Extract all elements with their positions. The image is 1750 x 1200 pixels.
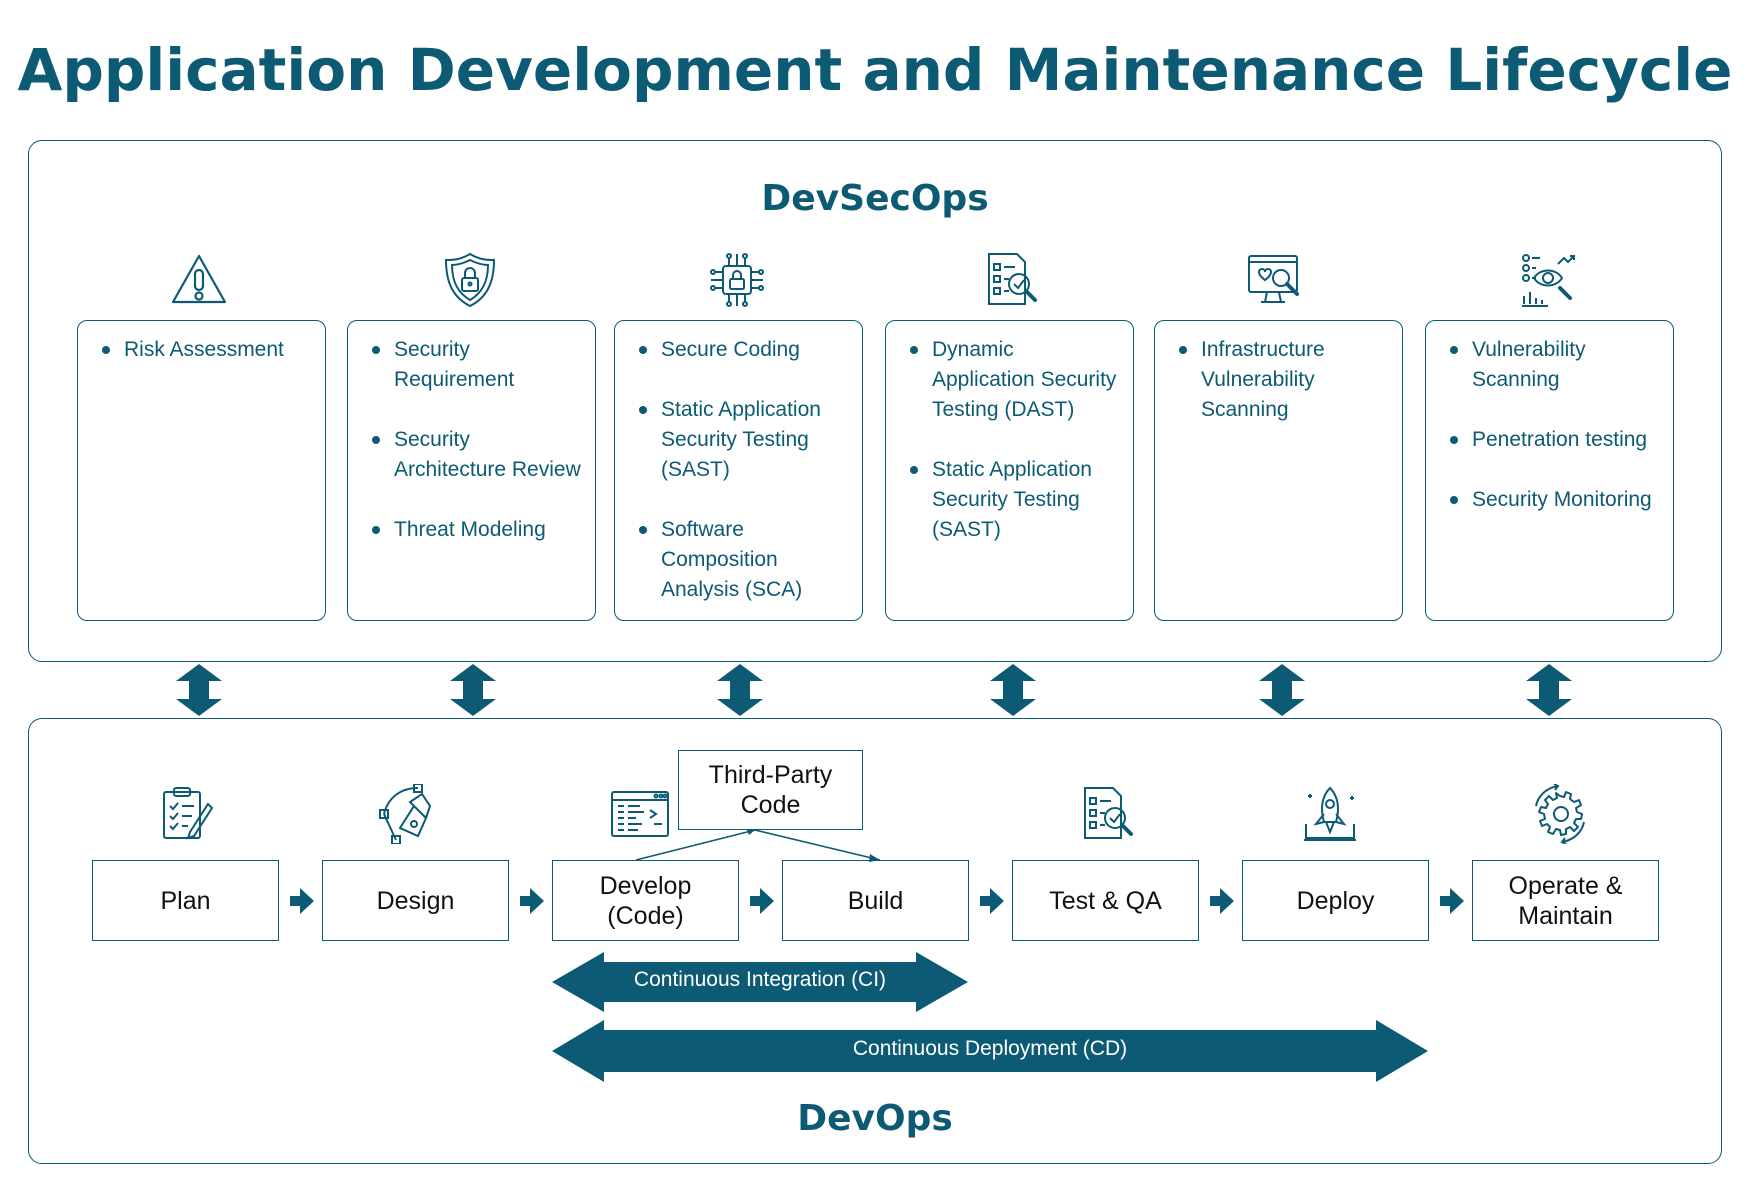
- gear-icon: [1535, 784, 1585, 844]
- card-operate-security: Vulnerability Scanning Penetration testi…: [1425, 320, 1674, 621]
- stage-deploy: Deploy: [1242, 860, 1429, 941]
- stage-label: Deploy: [1296, 886, 1375, 915]
- list-item: Dynamic Application Security Testing (DA…: [908, 335, 1121, 425]
- pen-tool-icon: [379, 784, 432, 844]
- double-arrow-icon: [990, 664, 1036, 716]
- arrow-right-icon: [1210, 888, 1234, 914]
- double-arrow-icon: [176, 664, 222, 716]
- shield-lock-icon: [444, 252, 496, 308]
- card-design-security: Security Requirement Security Architectu…: [347, 320, 596, 621]
- list-item: Vulnerability Scanning: [1448, 335, 1661, 395]
- stage-plan: Plan: [92, 860, 279, 941]
- arrow-right-icon: [750, 888, 774, 914]
- devops-title: DevOps: [797, 1098, 953, 1139]
- stage-build: Build: [782, 860, 969, 941]
- third-party-label: Third-Party Code: [708, 761, 833, 819]
- stage-label: Plan: [160, 886, 211, 915]
- stage-label: Build: [847, 886, 904, 915]
- double-arrow-icon: [1526, 664, 1572, 716]
- list-item: Software Composition Analysis (SCA): [637, 515, 850, 605]
- stage-design: Design: [322, 860, 509, 941]
- ci-arrow-shape: [552, 952, 968, 1012]
- stage-label: Operate & Maintain: [1508, 871, 1623, 930]
- arrow-right-icon: [980, 888, 1004, 914]
- list-item: Static Application Security Testing (SAS…: [637, 395, 850, 485]
- warning-icon: [171, 254, 227, 304]
- list-item: Threat Modeling: [370, 515, 583, 545]
- devsecops-title: DevSecOps: [761, 178, 989, 219]
- arrow-right-icon: [520, 888, 544, 914]
- eye-analytics-icon: [1522, 254, 1575, 307]
- devops-panel: [28, 718, 1722, 1164]
- card-develop-security: Secure Coding Static Application Securit…: [614, 320, 863, 621]
- double-arrow-icon: [717, 664, 763, 716]
- list-item: Penetration testing: [1448, 425, 1661, 455]
- stage-label: Develop (Code): [599, 871, 692, 930]
- card-plan-security: Risk Assessment: [77, 320, 326, 621]
- third-party-code-box: Third-Party Code: [678, 750, 863, 830]
- list-item: Security Requirement: [370, 335, 583, 395]
- clipboard-icon: [163, 787, 214, 840]
- chip-lock-icon: [710, 253, 764, 307]
- stage-develop: Develop (Code): [552, 860, 739, 941]
- code-window-icon: [611, 791, 669, 837]
- arrow-right-icon: [1440, 888, 1464, 914]
- rocket-icon: [1304, 786, 1356, 841]
- list-item: Security Monitoring: [1448, 485, 1661, 515]
- document-check-icon: [1084, 787, 1133, 839]
- main-title: Application Development and Maintenance …: [17, 36, 1733, 104]
- cd-band: Continuous Deployment (CD): [552, 1020, 1428, 1082]
- document-check-icon: [988, 253, 1037, 305]
- cd-label: Continuous Deployment (CD): [852, 1037, 1128, 1060]
- stage-operate-maintain: Operate & Maintain: [1472, 860, 1659, 941]
- card-test-security: Dynamic Application Security Testing (DA…: [885, 320, 1134, 621]
- list-item: Security Architecture Review: [370, 425, 583, 485]
- stage-test-qa: Test & QA: [1012, 860, 1199, 941]
- devsecops-panel: [28, 140, 1722, 662]
- list-item: Secure Coding: [637, 335, 850, 365]
- list-item: Infrastructure Vulnerability Scanning: [1177, 335, 1390, 425]
- monitor-search-icon: [1248, 255, 1299, 303]
- list-item: Static Application Security Testing (SAS…: [908, 455, 1121, 545]
- double-arrow-icon: [450, 664, 496, 716]
- ci-label: Continuous Integration (CI): [633, 968, 887, 991]
- ci-band: Continuous Integration (CI): [552, 952, 968, 1012]
- list-item: Risk Assessment: [100, 335, 313, 365]
- stage-label: Design: [376, 886, 455, 915]
- cd-arrow-shape: [552, 1020, 1428, 1082]
- arrow-right-icon: [290, 888, 314, 914]
- double-arrow-icon: [1259, 664, 1305, 716]
- card-deploy-security: Infrastructure Vulnerability Scanning: [1154, 320, 1403, 621]
- stage-label: Test & QA: [1049, 886, 1162, 915]
